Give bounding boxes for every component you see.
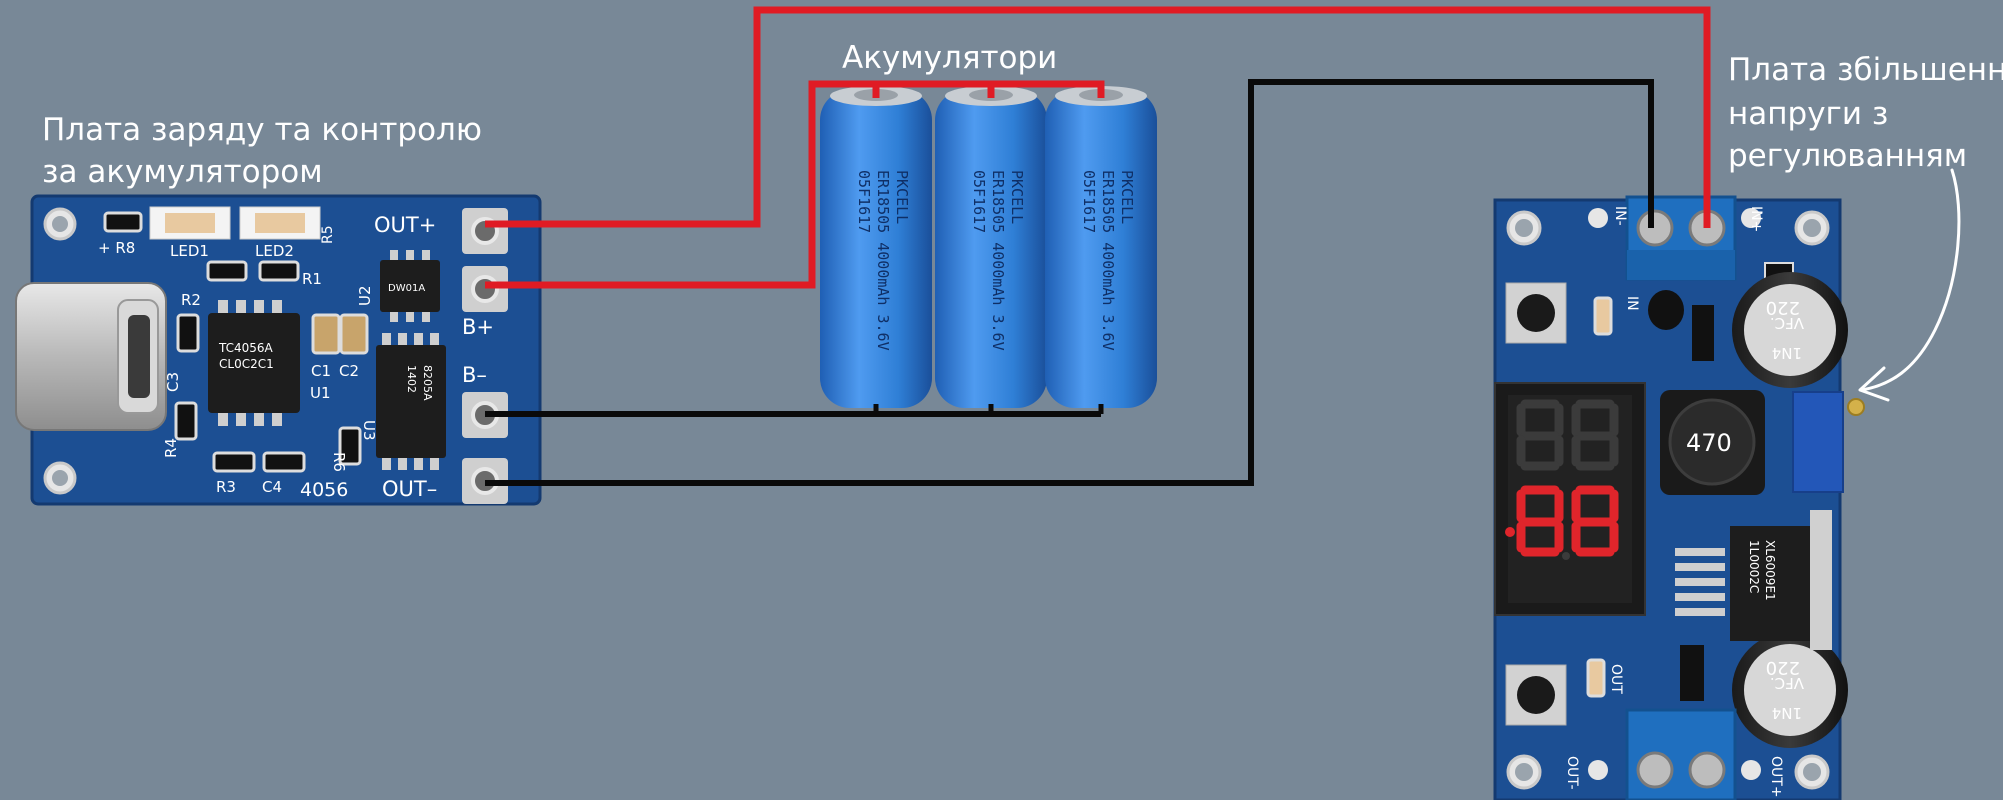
silk-r3: R3 xyxy=(216,478,236,496)
cap-line-1: 220 xyxy=(1766,657,1800,678)
silk-r1: R1 xyxy=(302,270,322,288)
silk-c4: C4 xyxy=(262,478,282,496)
cap-line-1: 220 xyxy=(1766,297,1800,318)
cap-line-2: VFC. xyxy=(1770,674,1804,692)
pin-label-b-plus: B+ xyxy=(462,315,494,339)
ic-line-1: XL6009E1 xyxy=(1763,540,1777,601)
battery-model: ER18505 4000mAh 3.6V xyxy=(874,170,892,351)
silk-u1: U1 xyxy=(310,384,331,402)
electrolytic-capacitor: 220 VFC. 1N4 xyxy=(1732,272,1848,388)
silk-u2: U2 xyxy=(356,285,374,306)
battery-batch: 05F1617 xyxy=(970,170,988,233)
tactile-button xyxy=(1505,664,1567,726)
silk-r4: R4 xyxy=(162,438,180,458)
silk-r5: R5 xyxy=(320,225,336,244)
pointer-arrowhead xyxy=(1858,366,1890,402)
silk-c1: C1 xyxy=(311,362,331,380)
cap-line-2: VFC. xyxy=(1770,314,1804,332)
output-terminal-block xyxy=(1625,708,1737,800)
seven-segment-display xyxy=(1494,382,1646,616)
chip-mosfet-line1: 8205A xyxy=(421,365,434,401)
usb-c-connector xyxy=(15,282,167,431)
battery: PKCELL ER18505 4000mAh 3.6V 05F1617 xyxy=(935,86,1047,408)
chip-8205a xyxy=(376,333,446,470)
silk-r6: R6 xyxy=(330,452,348,472)
silk-in-plus: IN+ xyxy=(1748,206,1764,232)
chip-xl6009: XL6009E1 1L0002C xyxy=(1675,510,1832,650)
wire-out-minus xyxy=(485,79,1654,486)
electrolytic-capacitor: 220 VFC. 1N4 xyxy=(1732,632,1848,748)
pad-b-plus xyxy=(471,275,499,303)
battery-brand: PKCELL xyxy=(893,170,911,224)
battery-brand: PKCELL xyxy=(1118,170,1136,224)
pin-label-b-minus: B– xyxy=(462,363,487,387)
silk-r2: R2 xyxy=(181,291,201,309)
silk-r8: + R8 xyxy=(98,239,135,257)
wires xyxy=(485,6,1711,486)
battery-brand: PKCELL xyxy=(1008,170,1026,224)
label-boost-board-line-2: напруги з xyxy=(1728,96,1889,132)
charge-controller-board: + R8 LED1 LED2 R5 R1 U2 R2 C3 C1 C2 U1 U… xyxy=(15,194,542,506)
battery-pack: PKCELL ER18505 4000mAh 3.6V 05F1617 PKCE… xyxy=(820,86,1157,408)
silk-led2: LED2 xyxy=(255,242,294,260)
silk-out: OUT xyxy=(1608,664,1624,694)
chip-dw01a xyxy=(380,250,440,322)
chip-mosfet-line2: 1402 xyxy=(405,365,418,393)
chip-main-line2: CL0C2C1 xyxy=(219,357,274,371)
silk-led1: LED1 xyxy=(170,242,209,260)
boost-converter-board: IN- IN+ IN 220 VFC. 1N4 220 VFC. xyxy=(1493,195,1865,800)
silk-u3: U3 xyxy=(360,420,378,441)
inductor-marking: 470 xyxy=(1686,429,1732,457)
inductor: 470 xyxy=(1660,390,1765,495)
tactile-button xyxy=(1505,282,1567,344)
battery-batch: 05F1617 xyxy=(855,170,873,233)
label-charge-board-line-2: за акумулятором xyxy=(42,154,323,190)
chip-tc4056a xyxy=(208,300,300,426)
battery-model: ER18505 4000mAh 3.6V xyxy=(1099,170,1117,351)
trimmer-potentiometer xyxy=(1792,391,1865,493)
battery: PKCELL ER18505 4000mAh 3.6V 05F1617 xyxy=(820,86,932,408)
pointer-arrow xyxy=(1860,168,1961,392)
label-boost-board-line-1: Плата збільшення xyxy=(1728,52,2003,88)
wire-out-plus xyxy=(485,6,1711,228)
silk-out-plus: OUT+ xyxy=(1768,756,1784,798)
cap-line-3: 1N4 xyxy=(1772,344,1802,362)
silk-in: IN xyxy=(1624,296,1640,311)
silk-out-minus: OUT- xyxy=(1564,756,1580,790)
silk-in-minus: IN- xyxy=(1612,206,1628,226)
silk-model: 4056 xyxy=(300,479,348,501)
chip-protect-label: DW01A xyxy=(388,283,425,294)
label-charge-board-line-1: Плата заряду та контролю xyxy=(42,112,482,148)
wire-b-plus xyxy=(485,80,1105,289)
battery-batch: 05F1617 xyxy=(1080,170,1098,233)
ic-line-2: 1L0002C xyxy=(1747,540,1761,593)
label-boost-board-line-3: регулюванням xyxy=(1728,138,1968,174)
battery-model: ER18505 4000mAh 3.6V xyxy=(989,170,1007,351)
label-batteries: Акумулятори xyxy=(842,40,1058,76)
input-terminal-block xyxy=(1625,195,1737,281)
silk-c3: C3 xyxy=(164,372,182,392)
silk-c2: C2 xyxy=(339,362,359,380)
cap-line-3: 1N4 xyxy=(1772,704,1802,722)
pin-label-out-plus: OUT+ xyxy=(374,213,436,237)
chip-main-line1: TC4056A xyxy=(218,341,274,355)
battery: PKCELL ER18505 4000mAh 3.6V 05F1617 xyxy=(1045,86,1157,408)
pin-label-out-minus: OUT– xyxy=(382,477,437,501)
